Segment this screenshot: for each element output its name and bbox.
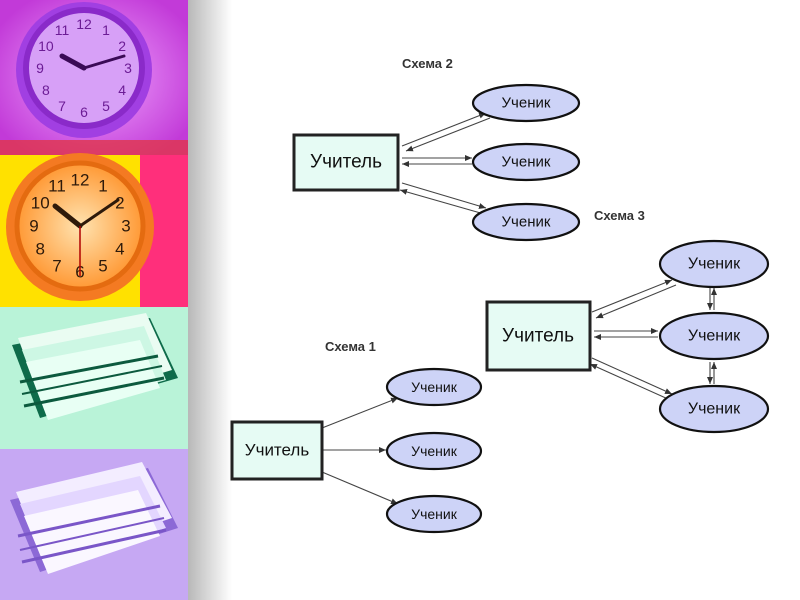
edge-teacher-student3-back [399, 189, 485, 215]
edge-teacher-student3-back [589, 363, 669, 400]
clock-numeral: 10 [31, 194, 50, 213]
schema-1-title: Схема 1 [325, 339, 376, 354]
student-label: Ученик [502, 95, 551, 112]
clock-numeral: 4 [115, 240, 124, 259]
teacher-label: Учитель [310, 152, 382, 173]
green-papers-image [0, 307, 188, 449]
teacher-node: Учитель [485, 300, 592, 372]
student-label: Ученик [411, 506, 458, 522]
edge-teacher-student3-out [591, 357, 673, 395]
clock-numeral: 3 [121, 217, 130, 236]
clock-numeral: 12 [71, 171, 90, 190]
clock-numeral: 6 [80, 104, 88, 120]
schema-1: Схема 1 Учитель Ученик Ученик Ученик [230, 339, 483, 534]
student-node: Ученик [658, 384, 770, 434]
student-node: Ученик [658, 239, 770, 289]
clock-numeral: 5 [102, 98, 110, 114]
edge-teacher-student1-back [595, 284, 677, 319]
side-shadow [188, 0, 232, 600]
student-label: Ученик [502, 154, 551, 171]
schema-2: Схема 2 Учитель Ученик Ученик Ученик [292, 56, 581, 242]
student-node: Ученик [471, 142, 581, 182]
student-node: Ученик [471, 202, 581, 242]
clock-numeral: 9 [29, 217, 38, 236]
teacher-label: Учитель [502, 326, 574, 347]
clock-numeral: 11 [48, 177, 66, 196]
clock-numeral: 4 [118, 82, 126, 98]
schema-3-title: Схема 3 [594, 208, 645, 223]
edge-teacher-student1-out [401, 112, 487, 147]
edge-teacher-student3-out [401, 182, 487, 209]
student-node: Ученик [385, 494, 483, 534]
schema-2-title: Схема 2 [402, 56, 453, 71]
teacher-node: Учитель [230, 420, 324, 481]
clock-numeral: 2 [118, 38, 126, 54]
student-node: Ученик [385, 367, 483, 407]
student-label: Ученик [688, 401, 741, 418]
clock-numeral: 12 [76, 16, 92, 32]
student-label: Ученик [411, 443, 458, 459]
student-node: Ученик [471, 83, 581, 123]
student-label: Ученик [688, 328, 741, 345]
student-label: Ученик [411, 379, 458, 395]
student-label: Ученик [502, 214, 551, 231]
clock-numeral: 5 [98, 256, 107, 275]
clock-numeral: 1 [102, 22, 110, 38]
student-node: Ученик [658, 311, 770, 361]
teacher-label: Учитель [245, 441, 310, 460]
clock-numeral: 10 [38, 38, 54, 54]
clock-numeral: 7 [52, 256, 61, 275]
edge-teacher-student1-back [405, 117, 491, 152]
clock-numeral: 11 [55, 22, 70, 38]
student-node: Ученик [385, 431, 483, 471]
teacher-node: Учитель [292, 133, 400, 192]
edge-teacher-student1 [321, 397, 399, 429]
violet-papers-image [0, 449, 188, 600]
clock-numeral: 8 [42, 82, 50, 98]
edge-teacher-student1-out [591, 279, 673, 313]
clock-numeral: 9 [36, 60, 44, 76]
clock-numeral: 7 [58, 98, 66, 114]
clock-numeral: 3 [124, 60, 132, 76]
student-label: Ученик [688, 256, 741, 273]
clock-numeral: 8 [35, 240, 44, 259]
clock-numeral: 2 [115, 194, 124, 213]
schema-3: Схема 3 Учитель Ученик Ученик Ученик [485, 208, 770, 434]
edge-teacher-student3 [321, 471, 399, 505]
clock-numeral: 1 [98, 177, 107, 196]
